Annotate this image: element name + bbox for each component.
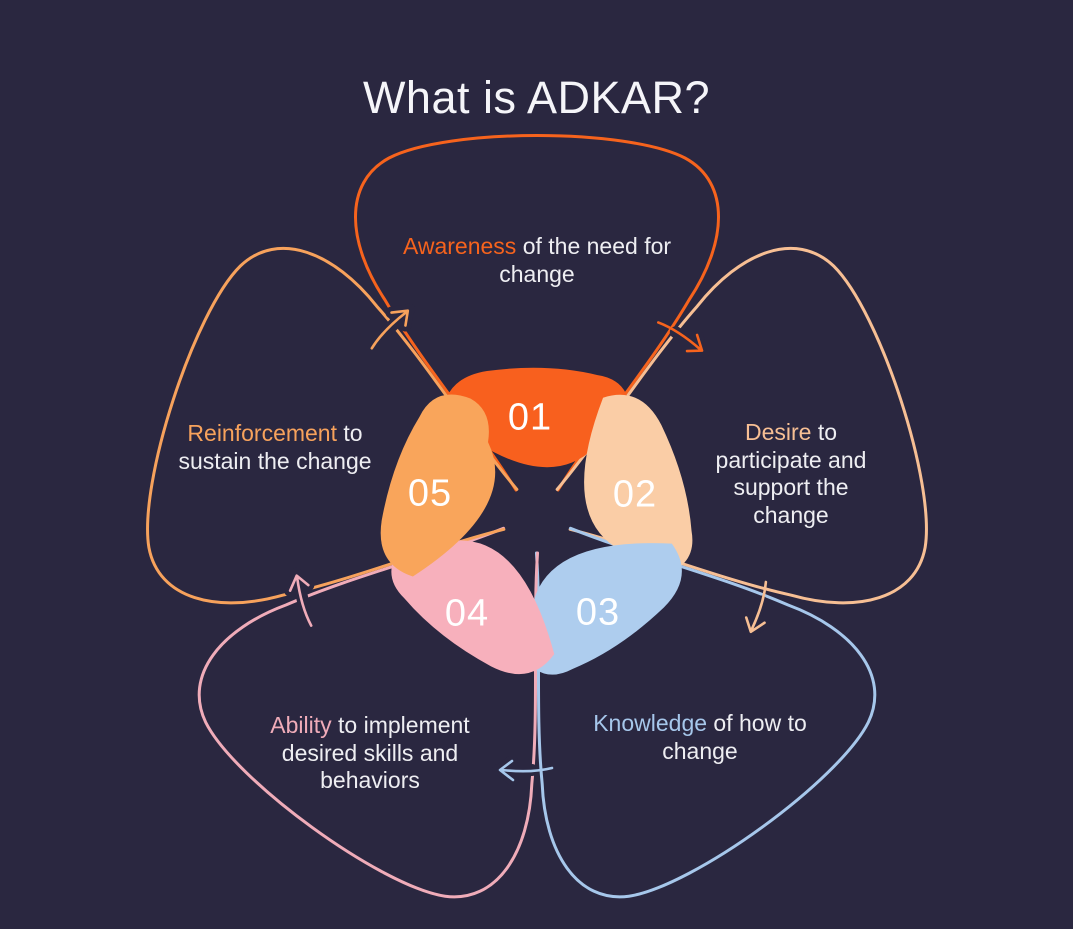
knowledge-keyword: Knowledge — [593, 710, 708, 736]
arrow-ability-to-reinforcement — [286, 572, 320, 630]
step-number-02: 02 — [612, 473, 658, 516]
desire-description: to participate and support the change — [715, 419, 867, 528]
awareness-keyword: Awareness — [402, 233, 517, 259]
reinforcement-keyword: Reinforcement — [187, 420, 337, 446]
step-label-awareness: Awareness of the need for change — [387, 233, 687, 288]
ability-keyword: Ability — [270, 712, 332, 738]
step-number-05: 05 — [407, 472, 453, 515]
step-label-ability: Ability to implement desired skills and … — [250, 712, 490, 795]
ability-description: to implement desired skills and behavior… — [281, 712, 470, 794]
arrow-knowledge-to-ability — [498, 761, 554, 780]
step-number-04: 04 — [444, 592, 490, 635]
step-number-03: 03 — [575, 591, 621, 634]
step-label-reinforcement: Reinforcement to sustain the change — [170, 420, 380, 475]
reinforcement-description: to sustain the change — [178, 420, 372, 474]
step-label-desire: Desire to participate and support the ch… — [701, 419, 881, 529]
step-label-knowledge: Knowledge of how to change — [575, 710, 825, 765]
page-title: What is ADKAR? — [362, 72, 711, 124]
desire-keyword: Desire — [744, 419, 812, 445]
step-number-01: 01 — [507, 396, 553, 439]
knowledge-description: of how to change — [662, 710, 807, 764]
arrow-awareness-to-desire — [652, 311, 709, 360]
awareness-description: of the need for change — [499, 233, 672, 287]
